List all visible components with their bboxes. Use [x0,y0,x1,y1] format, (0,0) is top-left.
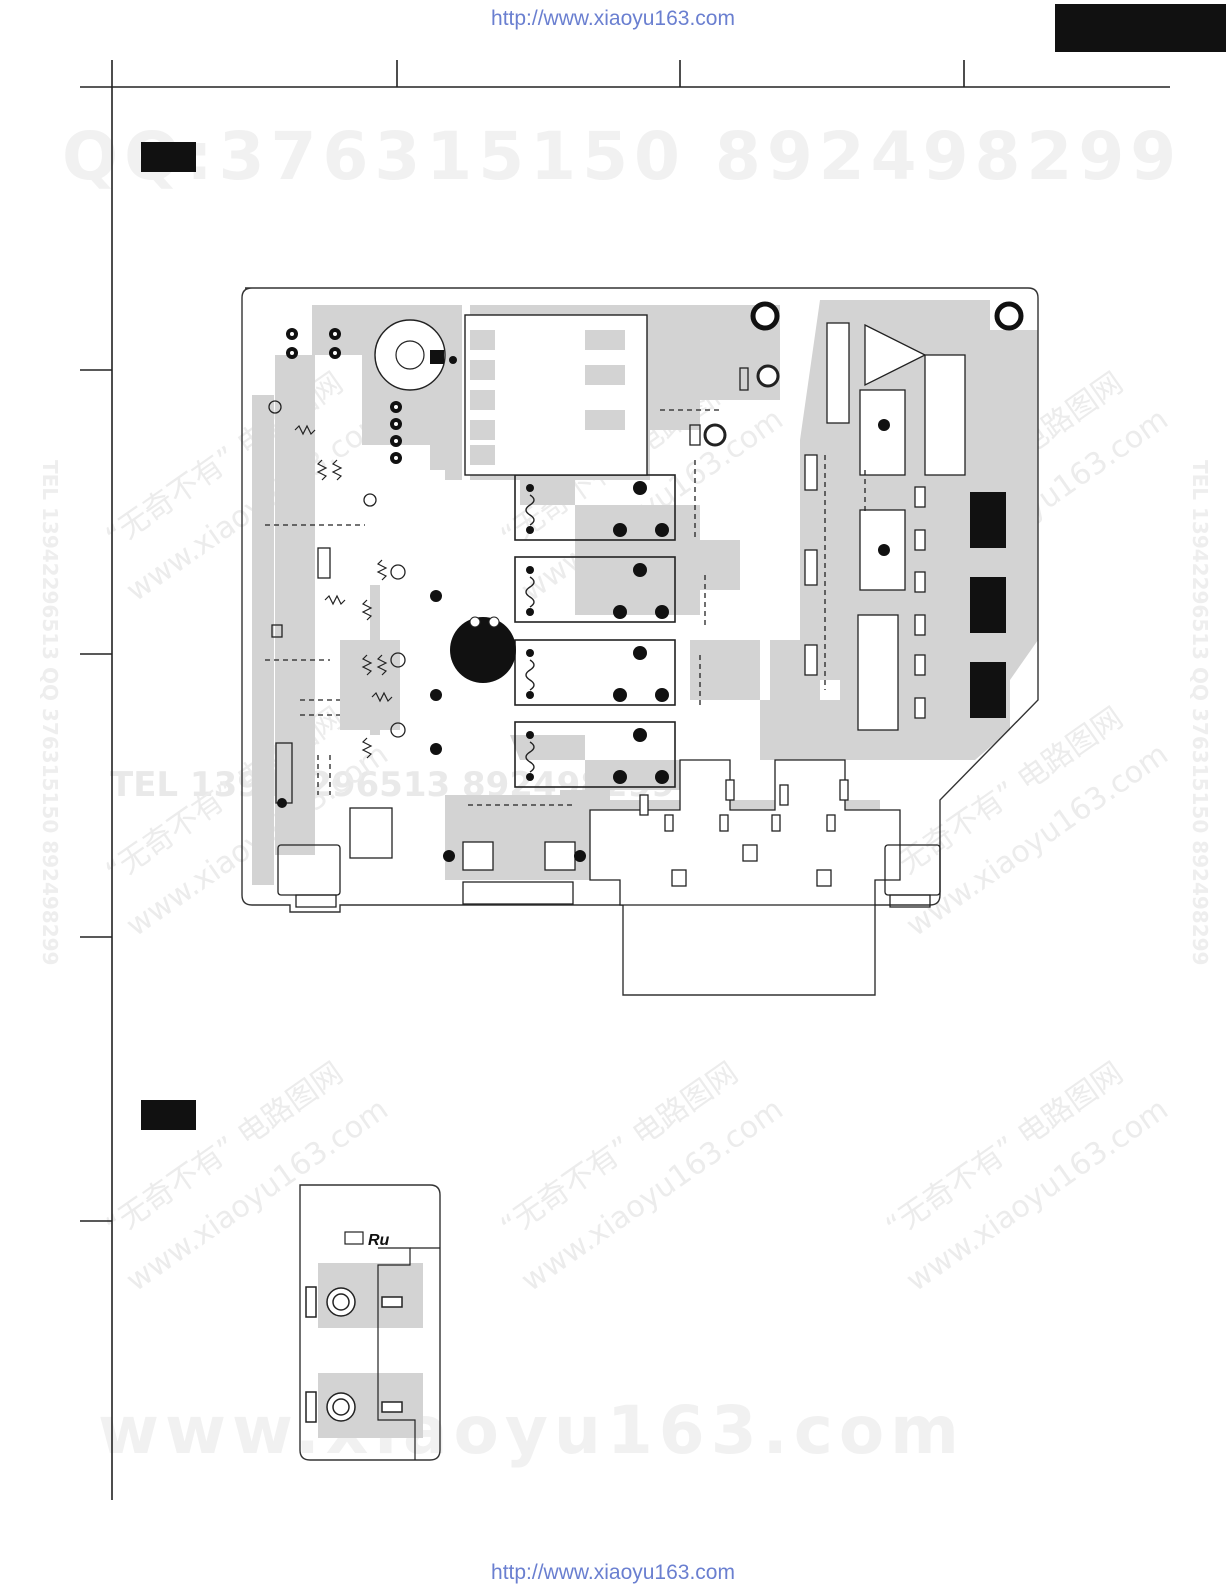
diode-pads [277,590,442,808]
bottom-connectors [462,759,901,906]
svg-text:Ru: Ru [368,1232,390,1249]
mounting-holes [750,301,1024,331]
input-jack-holes [290,332,398,460]
resistors [294,424,393,759]
source-url-top[interactable]: http://www.xiaoyu163.com [491,7,735,30]
relay-coils [525,494,535,773]
side-connectors [277,844,941,908]
relay-pins [526,481,669,784]
electrolytic-capacitor [450,617,516,683]
pcb-outline [241,287,1039,996]
terminal-rings [703,364,780,447]
transformer-pads [470,330,625,465]
main-pcb-board [241,287,1039,996]
fuse-and-regulators [804,322,966,731]
page-grid-frame [80,60,1170,1500]
section-tag-a [141,142,196,172]
relay-4 [514,721,676,788]
source-url-bottom[interactable]: http://www.xiaoyu163.com [491,1561,735,1584]
relay-3 [514,639,676,706]
bottom-connector-pins [443,850,586,862]
potentiometer [374,319,446,391]
speaker-terminal-blocks [878,419,1006,718]
jumper-wires [265,409,866,806]
page-corner-tab [1055,4,1226,52]
speaker-terminal-pads [914,486,926,719]
relay-group [514,474,676,788]
relay-2 [514,556,676,623]
section-tag-b [141,1100,196,1130]
sub-pcb-board: Ru [299,1184,441,1461]
